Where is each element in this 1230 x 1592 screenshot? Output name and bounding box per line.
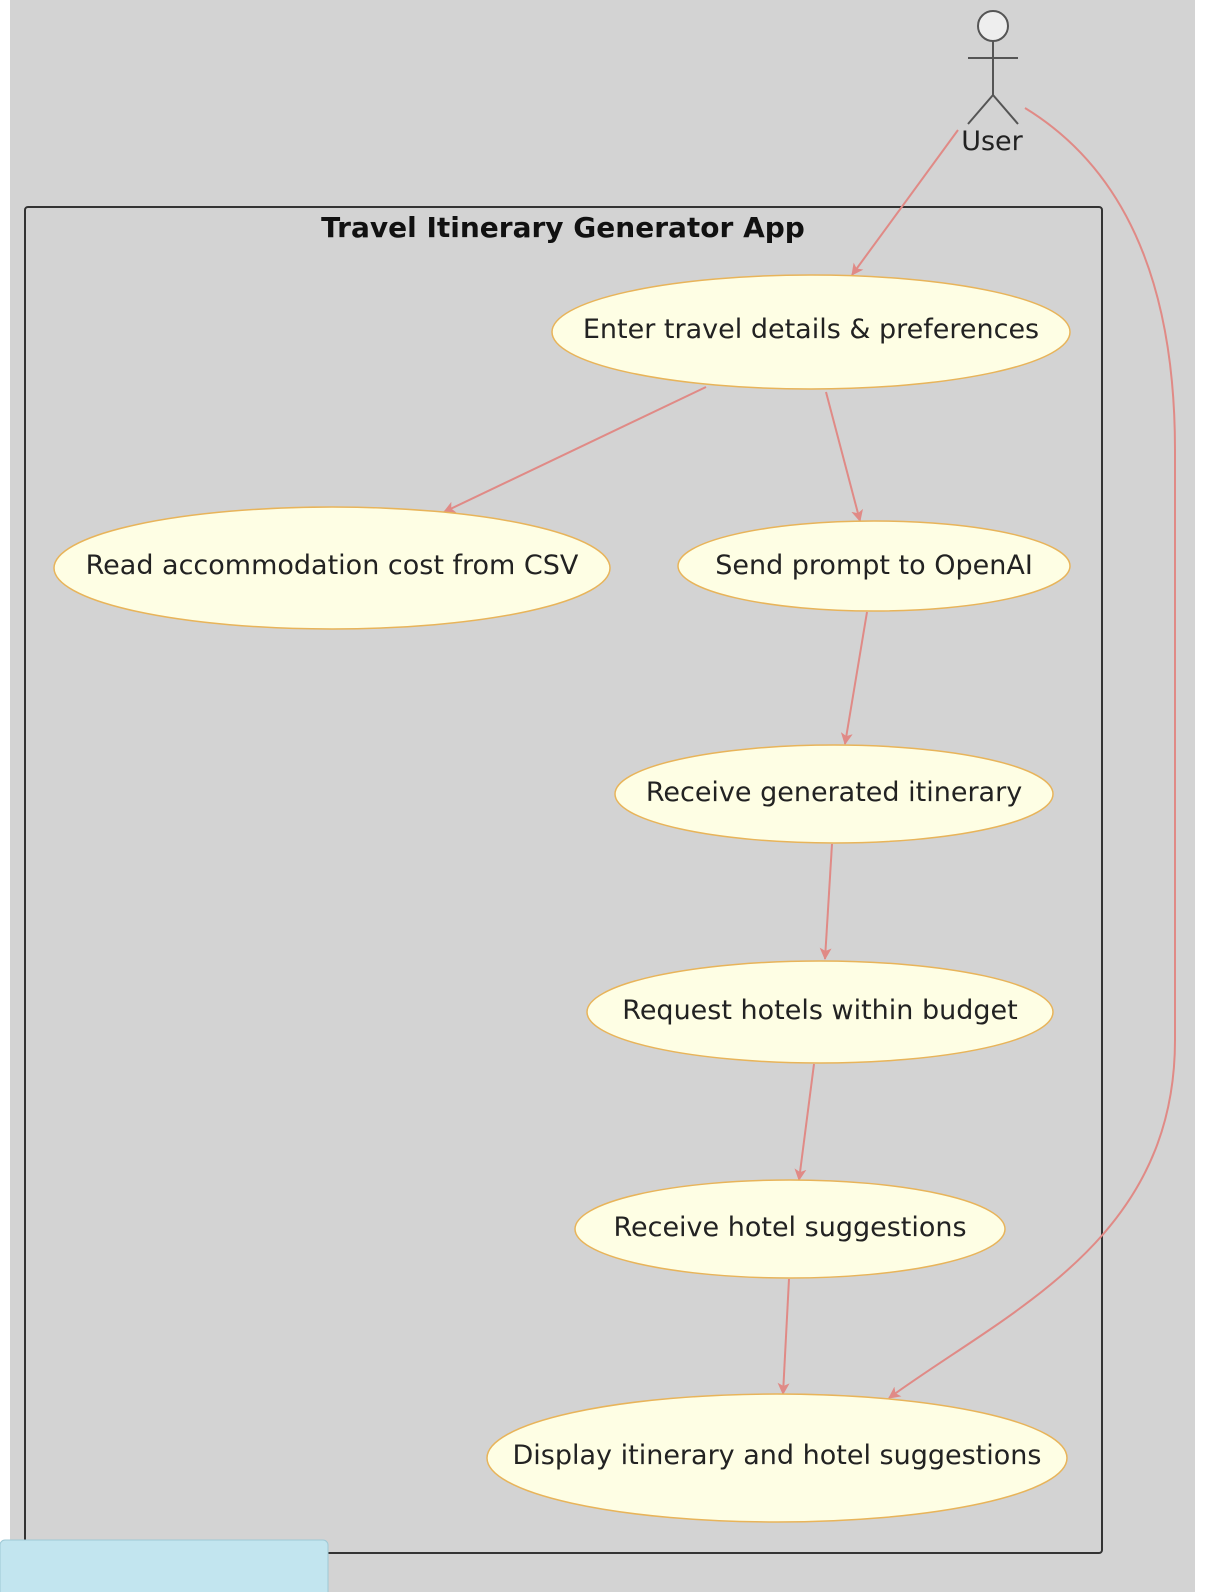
use-case-display: Display itinerary and hotel suggestions — [486, 1393, 1068, 1523]
arrow-receive-hotels-to-display — [777, 1278, 790, 1395]
actor-label: User — [961, 126, 1023, 157]
use-case-label: Display itinerary and hotel suggestions — [513, 1440, 1042, 1471]
arrow-request-hotels-to-receive-hotels — [794, 1063, 815, 1181]
use-case-label: Receive hotel suggestions — [613, 1212, 966, 1243]
use-case-label: Receive generated itinerary — [646, 777, 1022, 808]
arrow-send-prompt-to-receive-itinerary — [840, 611, 868, 745]
system-boundary-title: Travel Itinerary Generator App — [321, 211, 805, 244]
use-case-send-prompt: Send prompt to OpenAI — [677, 520, 1071, 612]
arrow-enter-details-to-send-prompt — [825, 391, 863, 522]
use-case-enter-details: Enter travel details & preferences — [551, 274, 1071, 390]
arrow-enter-details-to-read-csv — [443, 386, 707, 513]
arrow-receive-itinerary-to-request-hotels — [819, 843, 833, 960]
use-case-label: Send prompt to OpenAI — [715, 550, 1033, 581]
overlay-panel-tab[interactable] — [0, 1539, 329, 1592]
stick-figure-actor-icon — [967, 10, 1019, 125]
use-case-request-hotels: Request hotels within budget — [586, 960, 1054, 1064]
arrow-user-to-display — [888, 107, 1176, 1399]
arrow-user-to-enter-details — [851, 129, 959, 276]
use-case-receive-hotels: Receive hotel suggestions — [574, 1179, 1006, 1279]
user-actor: User — [961, 10, 1024, 157]
use-case-label: Enter travel details & preferences — [583, 314, 1039, 345]
use-case-read-csv: Read accommodation cost from CSV — [53, 506, 611, 630]
use-case-label: Request hotels within budget — [622, 995, 1017, 1026]
use-case-receive-itinerary: Receive generated itinerary — [614, 744, 1054, 844]
system-boundary — [24, 206, 1103, 1554]
use-case-label: Read accommodation cost from CSV — [86, 550, 579, 581]
relations — [443, 107, 1176, 1399]
